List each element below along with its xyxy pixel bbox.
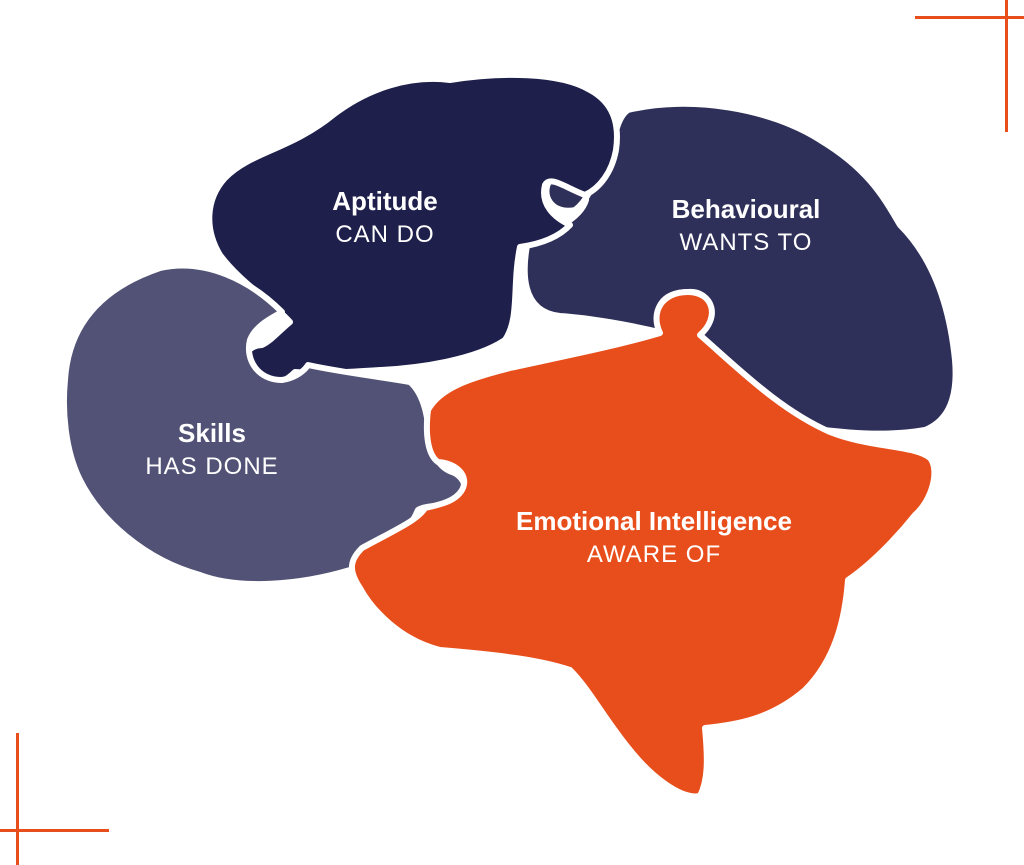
corner-mark-top-right-horizontal (915, 16, 1024, 19)
emotional-intelligence-piece (349, 289, 938, 800)
aptitude-label: Aptitude CAN DO (305, 184, 465, 252)
corner-mark-bottom-left-vertical (16, 733, 19, 865)
skills-label: Skills HAS DONE (122, 416, 302, 484)
emotional-intelligence-label: Emotional Intelligence AWARE OF (474, 504, 834, 572)
aptitude-title: Aptitude (332, 186, 438, 216)
corner-mark-top-right-vertical (1005, 0, 1008, 132)
skills-title: Skills (178, 418, 246, 448)
corner-mark-bottom-left-horizontal (0, 829, 109, 832)
behavioural-title: Behavioural (671, 194, 821, 224)
behavioural-subtitle: WANTS TO (679, 229, 813, 256)
skills-subtitle: HAS DONE (145, 453, 279, 480)
emotional-intelligence-title: Emotional Intelligence (516, 506, 792, 536)
behavioural-label: Behavioural WANTS TO (636, 192, 856, 260)
emotional-intelligence-subtitle: AWARE OF (586, 541, 722, 568)
aptitude-subtitle: CAN DO (335, 221, 435, 248)
